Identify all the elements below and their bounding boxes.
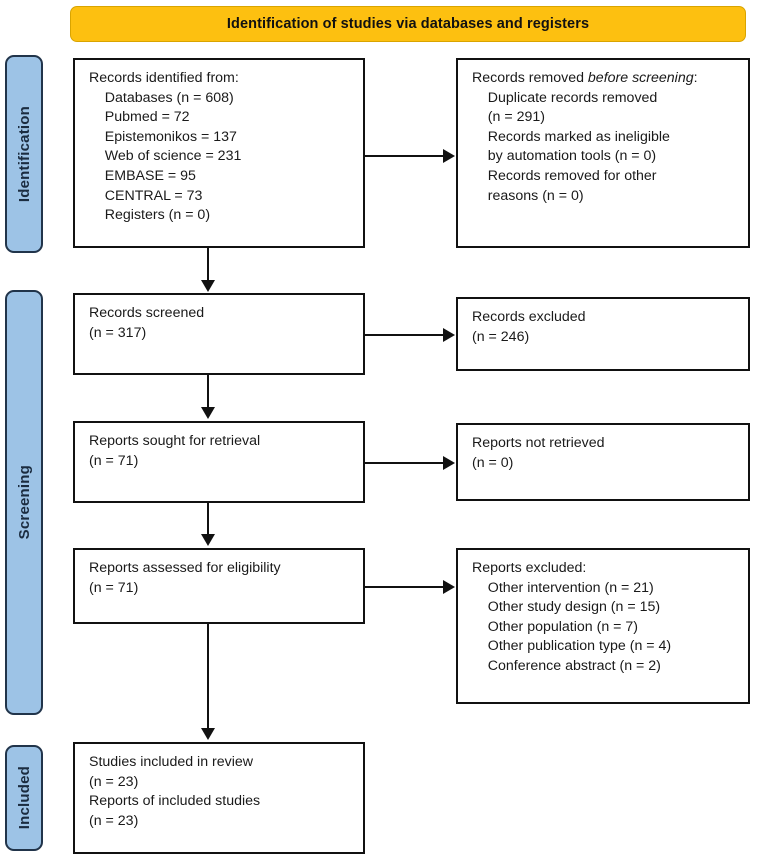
arrowhead-right-icon <box>443 456 455 470</box>
connector-sought-to-assessed <box>207 503 209 536</box>
stage-bar-identification: Identification <box>5 55 43 253</box>
connector-assessed-to-excluded-reports <box>365 586 445 588</box>
node-reports-assessed-text: Reports assessed for eligibility (n = 71… <box>89 560 281 596</box>
connector-screened-to-sought <box>207 375 209 409</box>
node-reports-sought-for-retrieval: Reports sought for retrieval (n = 71) <box>73 421 365 503</box>
node-reports-excluded: Reports excluded: Other intervention (n … <box>456 548 750 704</box>
arrowhead-down-icon <box>201 407 215 419</box>
node-records-identified: Records identified from: Databases (n = … <box>73 58 365 248</box>
node-records-screened: Records screened (n = 317) <box>73 293 365 375</box>
connector-assessed-to-included <box>207 624 209 730</box>
arrowhead-down-icon <box>201 728 215 740</box>
node-records-excluded: Records excluded (n = 246) <box>456 297 750 371</box>
stage-label-screening: Screening <box>15 465 33 540</box>
node-studies-included-text: Studies included in review (n = 23) Repo… <box>89 754 261 829</box>
node-records-removed-text: Records removed before screening: Duplic… <box>472 69 738 206</box>
connector-identified-to-removed <box>365 155 445 157</box>
node-records-excluded-text: Records excluded (n = 246) <box>472 309 586 345</box>
arrowhead-right-icon <box>443 580 455 594</box>
node-reports-sought-text: Reports sought for retrieval (n = 71) <box>89 433 261 469</box>
removed-rest-text: : Duplicate records removed (n = 291) Re… <box>487 70 698 204</box>
node-reports-excluded-text: Reports excluded: Other intervention (n … <box>472 560 672 674</box>
arrowhead-right-icon <box>443 149 455 163</box>
connector-identified-to-screened <box>207 248 209 282</box>
stage-bar-screening: Screening <box>5 290 43 715</box>
diagram-title: Identification of studies via databases … <box>226 16 590 32</box>
node-reports-not-retrieved-text: Reports not retrieved (n = 0) <box>472 435 605 471</box>
stage-label-included: Included <box>15 766 33 830</box>
node-records-identified-text: Records identified from: Databases (n = … <box>89 70 242 224</box>
stage-label-identification: Identification <box>15 105 33 203</box>
connector-screened-to-excluded <box>365 334 445 336</box>
diagram-header-banner: Identification of studies via databases … <box>70 6 746 42</box>
node-records-removed-before-screening: Records removed before screening: Duplic… <box>456 58 750 248</box>
node-records-screened-text: Records screened (n = 317) <box>89 305 205 341</box>
removed-lead-text: Records removed <box>472 70 588 86</box>
node-reports-assessed-for-eligibility: Reports assessed for eligibility (n = 71… <box>73 548 365 624</box>
arrowhead-right-icon <box>443 328 455 342</box>
arrowhead-down-icon <box>201 280 215 292</box>
node-studies-included-in-review: Studies included in review (n = 23) Repo… <box>73 742 365 854</box>
removed-italic-text: before screening <box>587 70 694 86</box>
stage-bar-included: Included <box>5 745 43 851</box>
node-reports-not-retrieved: Reports not retrieved (n = 0) <box>456 423 750 501</box>
connector-sought-to-not-retrieved <box>365 462 445 464</box>
arrowhead-down-icon <box>201 534 215 546</box>
